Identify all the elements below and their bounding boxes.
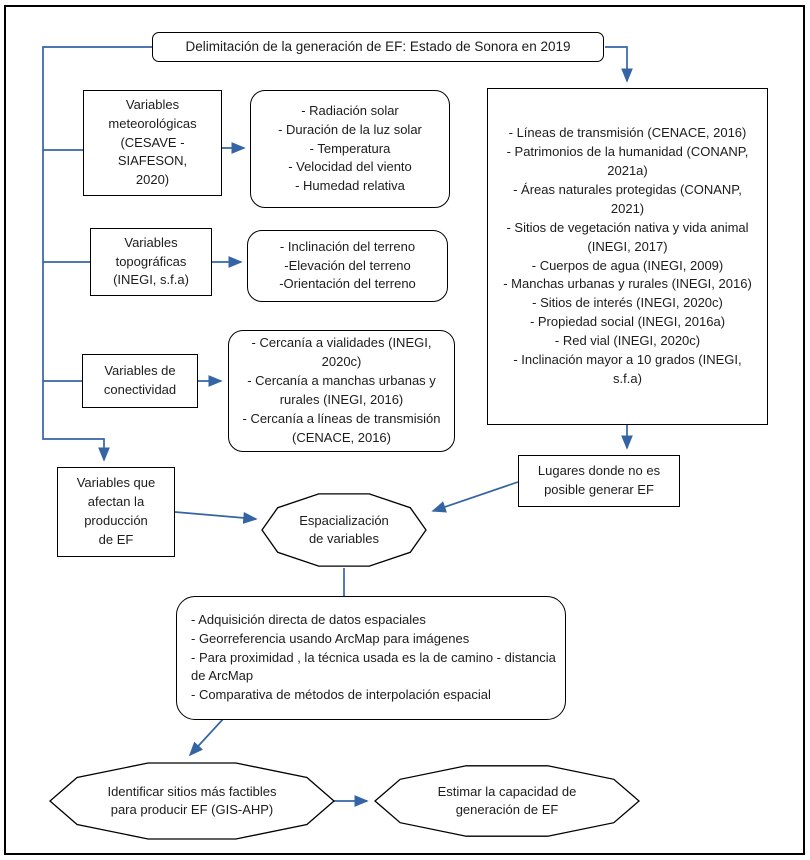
- arrow-affecting-to-spatialization: [174, 511, 258, 524]
- topograficas-source-box: Variables topográficas (INEGI, s.f.a): [90, 228, 212, 296]
- exclusions-box: - Líneas de transmisión (CENACE, 2016) -…: [487, 88, 768, 425]
- outer-frame: [4, 5, 805, 855]
- affecting-variables-text: Variables que afectan la producción de E…: [76, 475, 156, 547]
- estimate-step-label-box: Estimar la capacidad de generación de EF: [393, 775, 621, 827]
- conectividad-factors-box: - Cercanía a vialidades (INEGI, 2020c) -…: [228, 330, 455, 452]
- conectividad-source-text: Variables de conectividad: [103, 363, 177, 397]
- conectividad-factors-text: - Cercanía a vialidades (INEGI, 2020c) -…: [242, 335, 441, 445]
- methods-box: - Adquisición directa de datos espaciale…: [176, 596, 566, 720]
- identify-step-text: Identificar sitios más factibles para pr…: [107, 783, 277, 817]
- spatialization-step-label-box: Espacialización de variables: [270, 500, 418, 560]
- methods-text: - Adquisición directa de datos espaciale…: [191, 611, 556, 703]
- title-text: Delimitación de la generación de EF: Est…: [185, 39, 571, 55]
- estimate-step-text: Estimar la capacidad de generación de EF: [437, 783, 577, 817]
- meteorologicas-factors-text: - Radiación solar - Duración de la luz s…: [278, 102, 422, 194]
- affecting-variables-box: Variables que afectan la producción de E…: [57, 467, 175, 557]
- estimate-step-shape: [374, 765, 640, 837]
- connector-trunk-left: [42, 46, 152, 462]
- identify-step-shape: [49, 762, 335, 840]
- title-box: Delimitación de la generación de EF: Est…: [152, 32, 604, 62]
- meteorologicas-factors-box: - Radiación solar - Duración de la luz s…: [250, 90, 450, 208]
- arrow-methods-to-identify: [188, 717, 225, 757]
- topograficas-factors-box: - Inclinación del terreno -Elevación del…: [247, 230, 448, 302]
- spatialization-step-text: Espacialización de variables: [299, 512, 389, 546]
- exclusions-text: - Líneas de transmisión (CENACE, 2016) -…: [503, 124, 752, 387]
- arrow-title-to-exclusions: [605, 46, 633, 83]
- arrow-noef-to-spatialization: [431, 481, 519, 513]
- meteorologicas-source-text: Variables meteorológicas (CESAVE - SIAFE…: [108, 96, 197, 188]
- spatialization-step-shape: [261, 493, 427, 567]
- conectividad-source-box: Variables de conectividad: [82, 354, 198, 408]
- topograficas-source-text: Variables topográficas (INEGI, s.f.a): [113, 234, 189, 288]
- meteorologicas-source-box: Variables meteorológicas (CESAVE - SIAFE…: [83, 90, 222, 196]
- no-ef-text: Lugares donde no es posible generar EF: [537, 463, 661, 497]
- no-ef-box: Lugares donde no es posible generar EF: [518, 455, 680, 507]
- topograficas-factors-text: - Inclinación del terreno -Elevación del…: [279, 238, 416, 292]
- identify-step-label-box: Identificar sitios más factibles para pr…: [68, 775, 316, 827]
